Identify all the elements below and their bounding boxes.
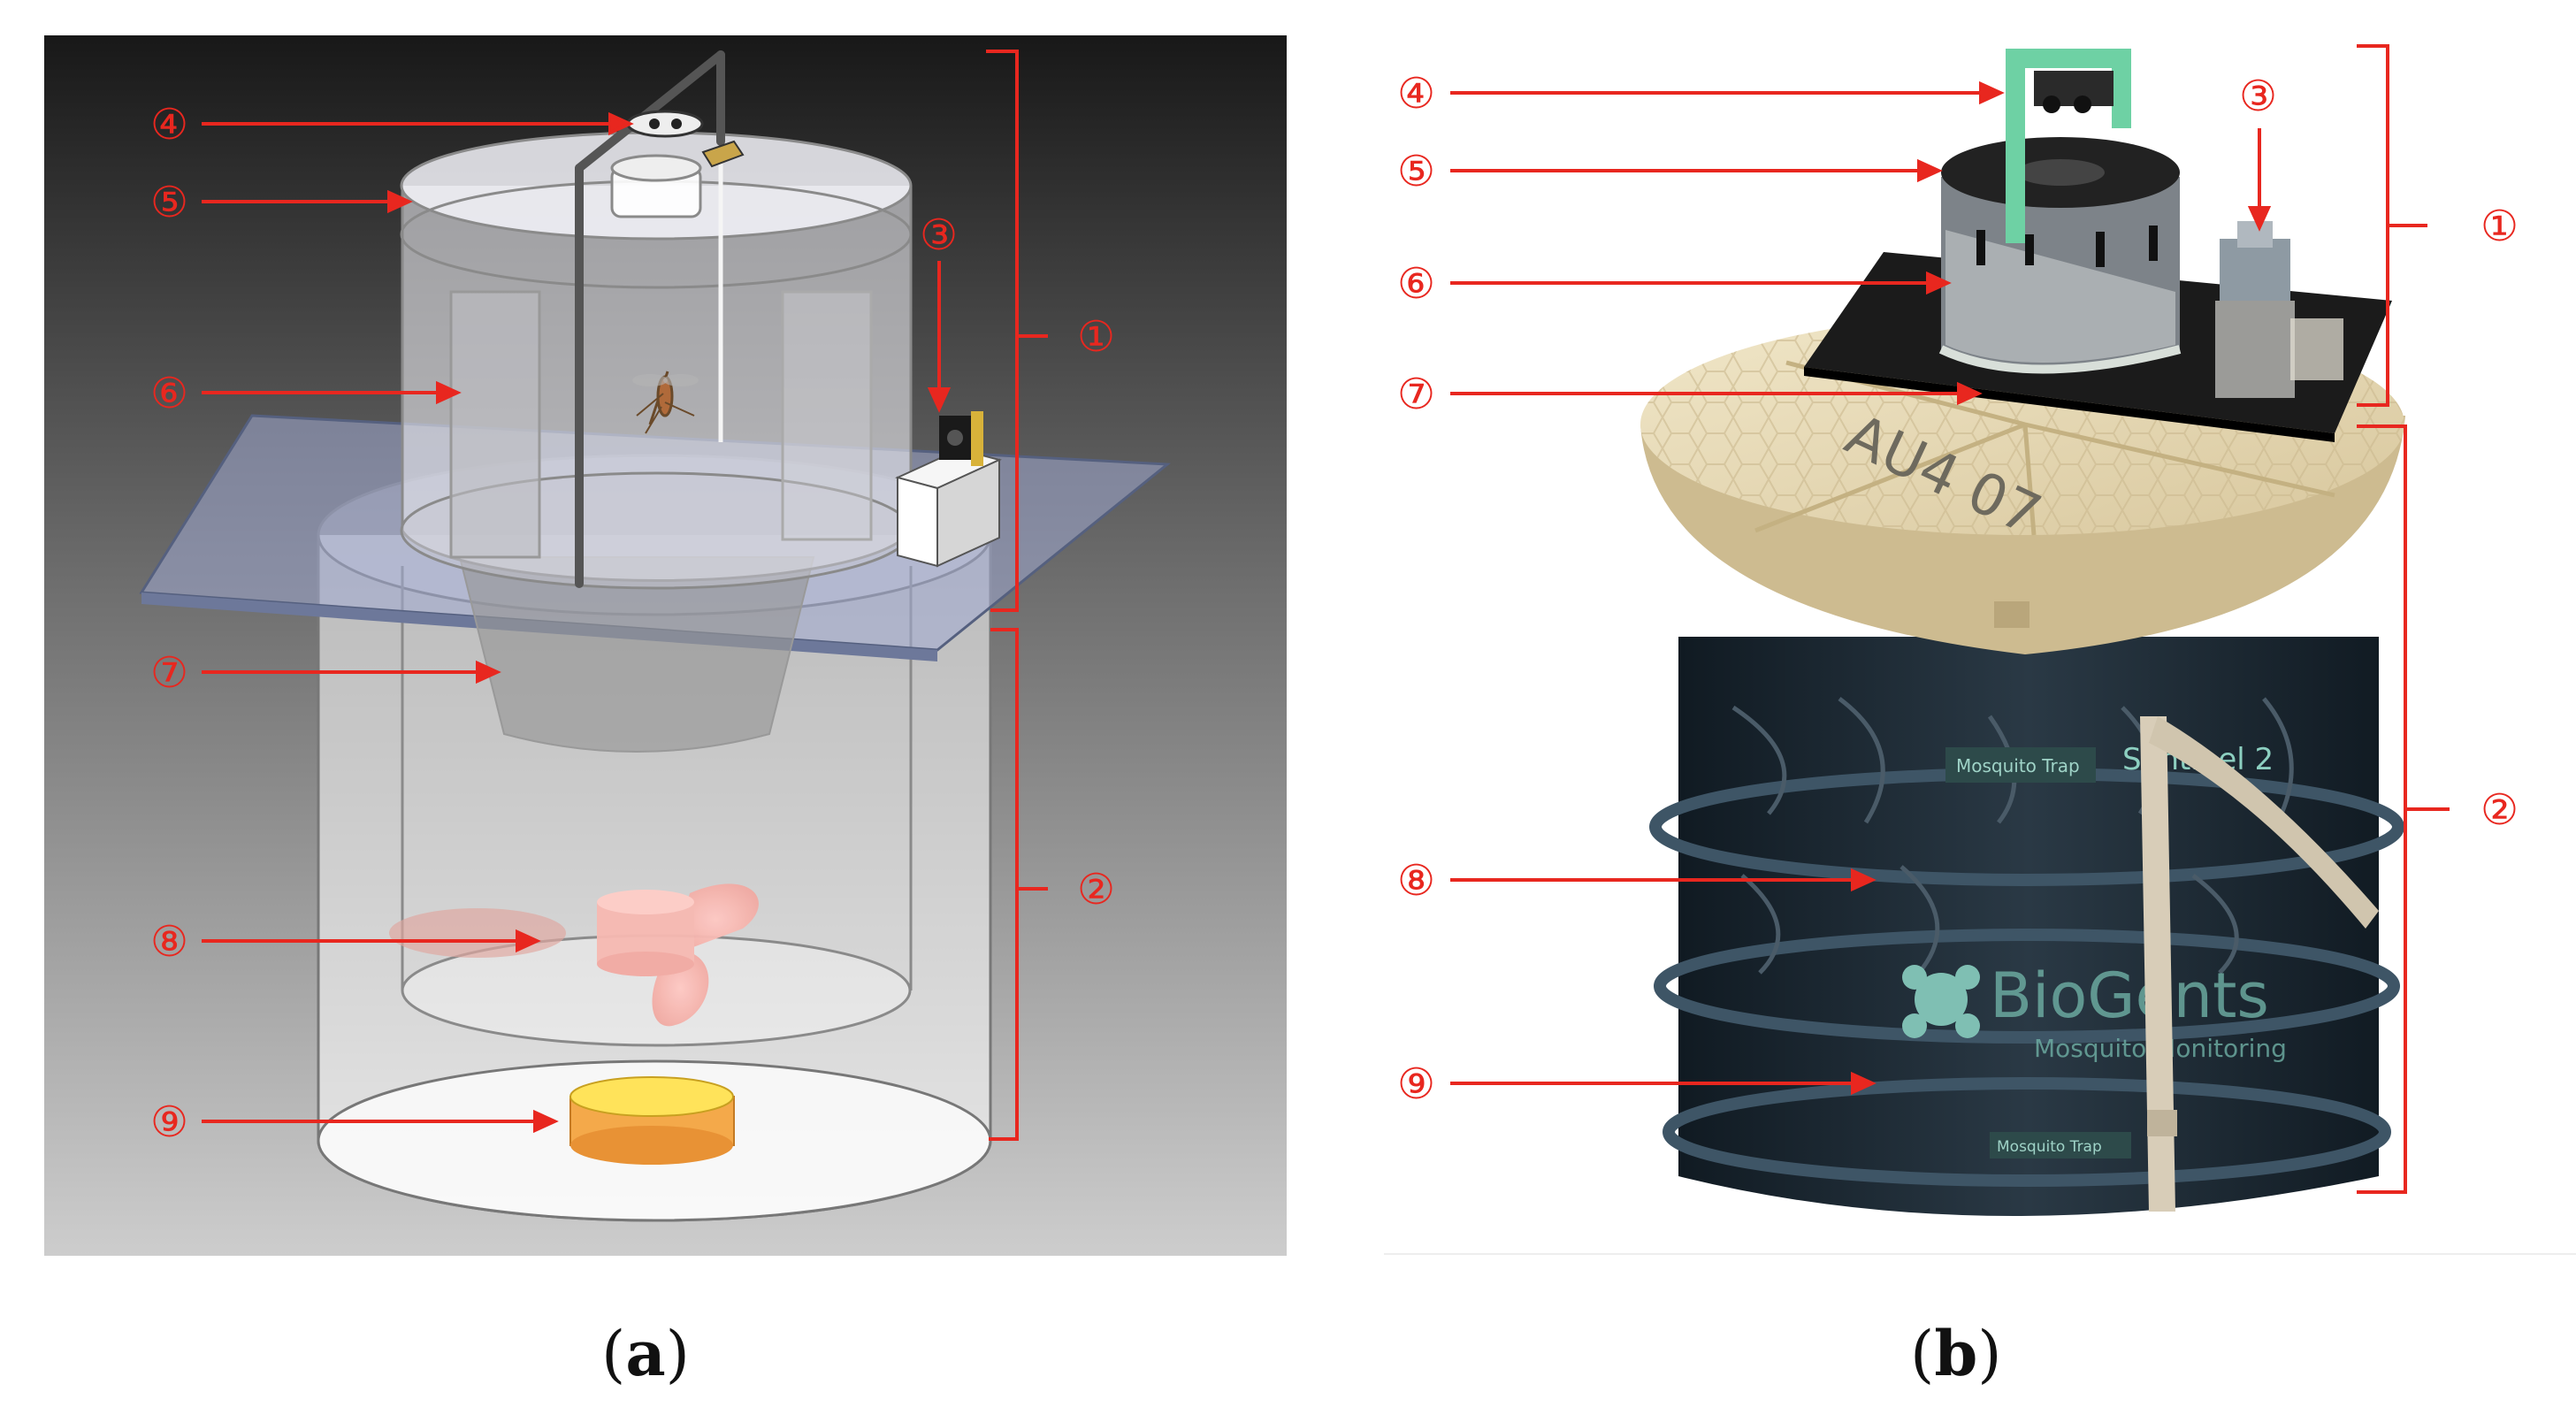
funnel-cone — [458, 556, 815, 753]
brand-name: BioGents — [1990, 960, 2269, 1032]
label-4-b: ④ — [1397, 69, 1435, 119]
label-3-a: ③ — [920, 210, 958, 260]
sensing-cylinder — [1938, 137, 2182, 374]
strip-label-bottom: Mosquito Trap — [1997, 1138, 2102, 1156]
label-1-b: ① — [2480, 202, 2519, 251]
label-8-a: ⑧ — [150, 917, 188, 967]
label-5-a: ⑤ — [150, 178, 188, 227]
control-box — [895, 411, 1002, 568]
receiver — [701, 140, 745, 168]
label-2-b: ② — [2480, 785, 2519, 835]
label-7-a: ⑦ — [150, 648, 188, 698]
label-6-a: ⑥ — [150, 369, 188, 418]
caption-a: (a) — [601, 1317, 690, 1390]
label-9-a: ⑨ — [150, 1097, 188, 1147]
panel-b-photo: Mosquito Trap Sentinel 2 BioGents Mosqui… — [1384, 35, 2576, 1390]
label-7-b: ⑦ — [1397, 370, 1435, 419]
label-9-b: ⑨ — [1397, 1059, 1435, 1109]
trap-bag: Mosquito Trap Sentinel 2 BioGents Mosqui… — [1649, 637, 2404, 1216]
label-1-a: ① — [1077, 312, 1115, 362]
mosquito-icon — [632, 371, 699, 434]
label-2-a: ② — [1077, 865, 1115, 914]
label-8-b: ⑧ — [1397, 856, 1435, 906]
label-6-b: ⑥ — [1397, 259, 1435, 309]
laser-sensor — [626, 110, 704, 138]
upper-cylinder — [400, 131, 913, 590]
strip-label-top: Mosquito Trap — [1956, 755, 2080, 776]
attractant-dish — [569, 1076, 735, 1165]
label-5-b: ⑤ — [1397, 147, 1435, 196]
annotations-b — [1450, 44, 2450, 1194]
green-arm — [2006, 49, 2131, 243]
biogents-logo — [1902, 965, 1980, 1038]
caption-b: (b) — [1910, 1317, 2002, 1390]
label-3-b: ③ — [2239, 72, 2277, 121]
label-4-a: ④ — [150, 100, 188, 149]
annotations-a — [202, 50, 1048, 1141]
panel-a-render: ④ ⑤ ⑥ ⑦ ⑧ ⑨ ③ ① ② (a) — [44, 35, 1287, 1390]
